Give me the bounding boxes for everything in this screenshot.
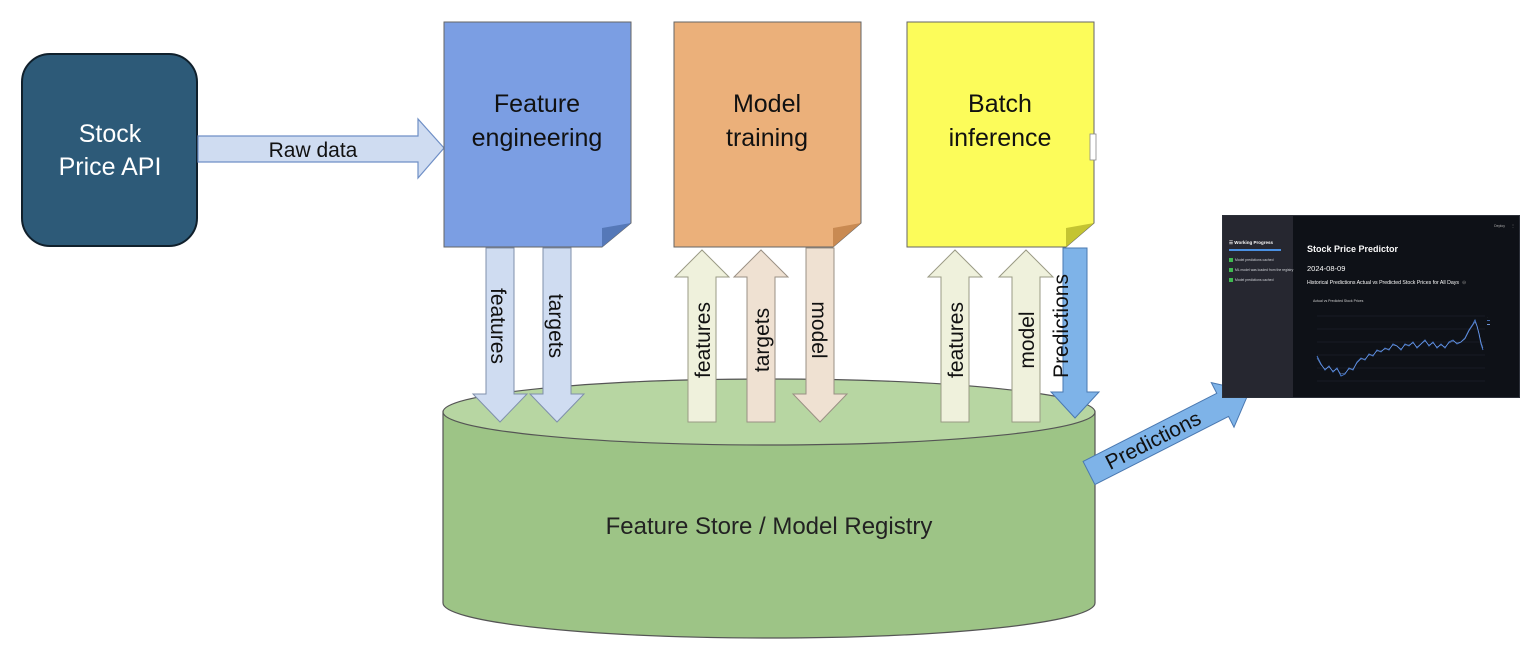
model-training-box xyxy=(673,21,862,248)
batch-inference-line1: Batch xyxy=(968,90,1032,118)
predicted-price-line xyxy=(1316,321,1484,375)
mt-features-label: features xyxy=(692,302,715,378)
feature-store-label: Feature Store / Model Registry xyxy=(606,513,933,540)
bi-model-label: model xyxy=(1016,311,1039,368)
dashboard-subtitle: Historical Predictions Actual vs Predict… xyxy=(1307,280,1467,286)
stock-price-api-box xyxy=(21,53,198,247)
dashboard-preview: ☰ Working Progress Model predictions cac… xyxy=(1222,215,1520,398)
bi-predictions-arrow xyxy=(1049,247,1101,419)
raw-data-label: Raw data xyxy=(269,139,358,162)
fe-targets-arrow xyxy=(528,247,586,423)
store-predictions-label: Predictions xyxy=(1102,407,1205,475)
feature-engineering-line2: engineering xyxy=(472,124,603,152)
svg-text:.: . xyxy=(1487,316,1488,319)
bi-features-arrow xyxy=(926,249,984,423)
progress-bar xyxy=(1229,249,1281,251)
fe-features-arrow xyxy=(471,247,529,423)
raw-data-arrow xyxy=(197,117,445,180)
mt-model-arrow xyxy=(791,247,849,423)
menu-icon[interactable]: ⋮ xyxy=(1511,223,1515,228)
api-label-line2: Price API xyxy=(59,153,162,181)
feature-engineering-box xyxy=(443,21,632,248)
fe-features-label: features xyxy=(486,288,509,364)
model-training-line2: training xyxy=(726,124,808,152)
batch-inference-line2: inference xyxy=(949,124,1052,152)
check-icon xyxy=(1229,278,1233,283)
progress-step: Model predictions cached xyxy=(1229,278,1273,283)
api-label-line1: Stock xyxy=(79,120,142,148)
progress-step: Model predictions cached xyxy=(1229,258,1273,263)
model-training-line1: Model xyxy=(733,90,801,118)
link-icon[interactable]: ⊖ xyxy=(1461,280,1467,286)
progress-step: ML model was loaded from the registry xyxy=(1229,268,1293,273)
bi-features-label: features xyxy=(945,302,968,378)
bi-predictions-label: Predictions xyxy=(1050,274,1073,378)
dashboard-date: 2024-08-09 xyxy=(1307,264,1346,273)
mt-targets-label: targets xyxy=(751,308,774,372)
fe-targets-label: targets xyxy=(544,294,567,358)
feature-engineering-line1: Feature xyxy=(494,90,580,118)
mt-targets-arrow xyxy=(732,249,790,423)
mt-features-arrow xyxy=(673,249,731,423)
dashboard-sidebar: ☰ Working Progress Model predictions cac… xyxy=(1223,216,1293,397)
progress-title: ☰ Working Progress xyxy=(1229,240,1273,245)
bi-model-arrow xyxy=(997,249,1055,423)
check-icon xyxy=(1229,268,1233,273)
deploy-button[interactable]: Deploy xyxy=(1494,224,1505,228)
chart-title: Actual vs Predicted Stock Prices xyxy=(1313,299,1364,303)
check-icon xyxy=(1229,258,1233,263)
batch-inference-box xyxy=(906,21,1097,248)
dashboard-title: Stock Price Predictor xyxy=(1307,244,1399,254)
mt-model-label: model xyxy=(807,301,830,358)
mini-price-chart: . xyxy=(1316,315,1490,382)
